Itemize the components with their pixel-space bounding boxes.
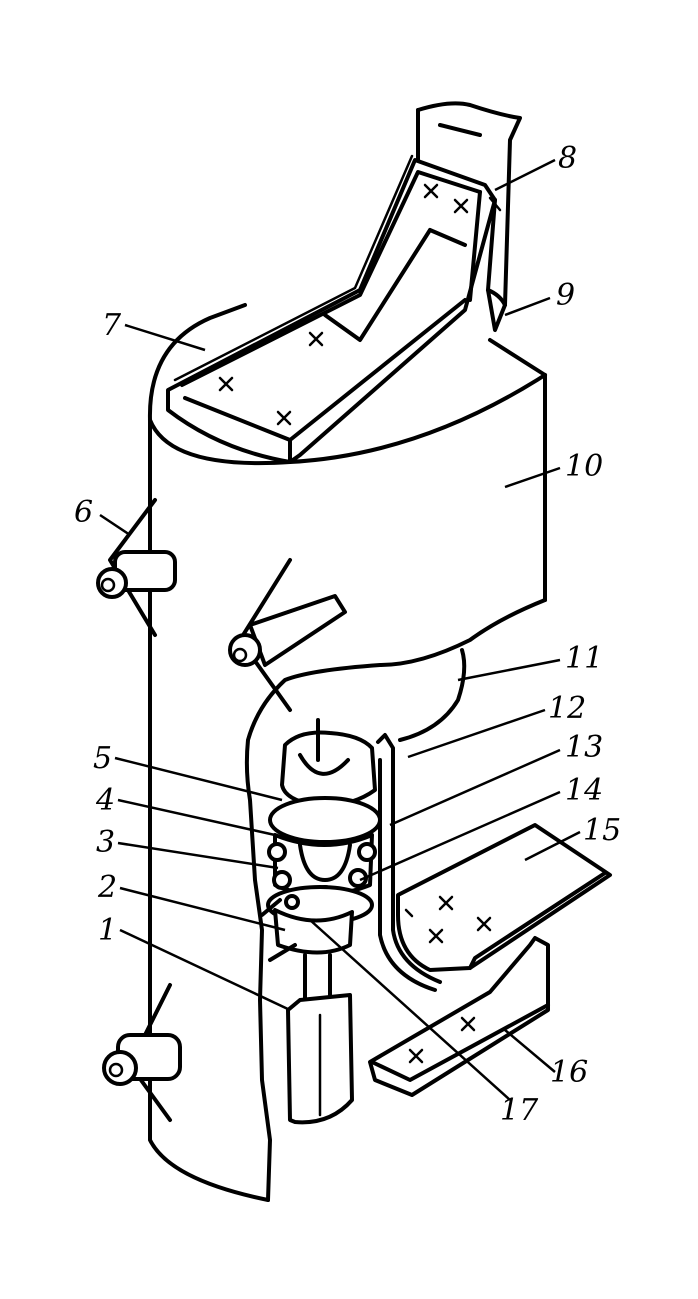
- leader-lines: [99, 158, 581, 1101]
- callout-13: 13: [565, 730, 603, 765]
- knob-lower-left: [102, 983, 182, 1122]
- callout-15: 15: [583, 813, 621, 848]
- callout-14: 14: [565, 773, 603, 808]
- callout-11: 11: [565, 641, 603, 676]
- upper-plate: [396, 823, 612, 972]
- callout-1: 1: [98, 913, 117, 948]
- callout-8: 8: [558, 141, 577, 176]
- callout-labels: 1 2 3 4 5 6 7 8 9 10 11 12 13 14 15 16 1…: [74, 141, 621, 1128]
- housing-body: [147, 303, 547, 1202]
- callout-9: 9: [556, 278, 575, 313]
- callout-5: 5: [93, 741, 112, 776]
- callout-6: 6: [74, 495, 93, 530]
- central-mechanism: [260, 718, 382, 1125]
- rod: [376, 733, 442, 992]
- callout-12: 12: [548, 691, 586, 726]
- callout-4: 4: [95, 783, 115, 818]
- callout-2: 2: [97, 870, 117, 905]
- screw-marks: [218, 183, 469, 426]
- knob-middle: [228, 558, 347, 712]
- callout-7: 7: [102, 308, 122, 343]
- callout-17: 17: [500, 1093, 539, 1128]
- lower-plate: [368, 936, 550, 1097]
- callout-16: 16: [550, 1055, 588, 1090]
- callout-10: 10: [565, 449, 603, 484]
- hopper: [166, 154, 502, 464]
- back-bracket: [416, 101, 522, 332]
- flap: [398, 648, 467, 742]
- callout-3: 3: [96, 825, 115, 860]
- knob-upper-left: [96, 498, 177, 637]
